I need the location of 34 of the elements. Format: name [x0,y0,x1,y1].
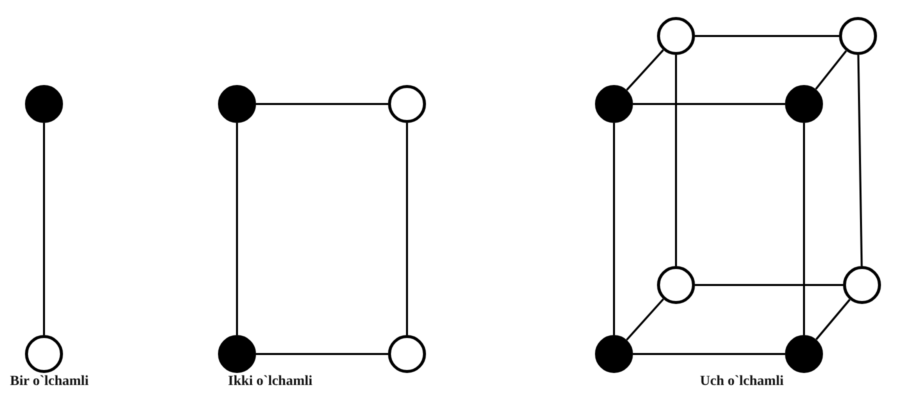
filled-dot [218,85,256,123]
filled-dot [218,335,256,373]
connector-line [695,284,843,286]
hollow-circle [388,335,426,373]
connector-line [43,123,45,335]
connector-line [256,103,388,105]
connector-line [626,49,664,91]
connector-line [236,123,238,335]
filled-dot [595,335,633,373]
caption: Uch o`lchamli [700,374,784,390]
hollow-circle [657,17,695,55]
hollow-circle [657,266,695,304]
connector-line [675,55,677,266]
hollow-circle [839,17,877,55]
hollow-circle [388,85,426,123]
connector-line [633,103,785,105]
connector-line [626,298,664,341]
connector-line [633,353,785,355]
caption: Bir o`lchamli [10,374,89,390]
connector-line [857,54,863,266]
hollow-circle [843,266,881,304]
filled-dot [595,85,633,123]
connector-line [815,298,851,340]
filled-dot [785,85,823,123]
connector-line [406,123,408,335]
connector-line [256,353,388,355]
connector-line [815,50,847,90]
filled-dot [25,85,63,123]
connector-line [695,35,839,37]
filled-dot [785,335,823,373]
connector-line [803,123,805,335]
hollow-circle [25,335,63,373]
connector-line [613,123,615,335]
caption: Ikki o`lchamli [228,374,312,390]
